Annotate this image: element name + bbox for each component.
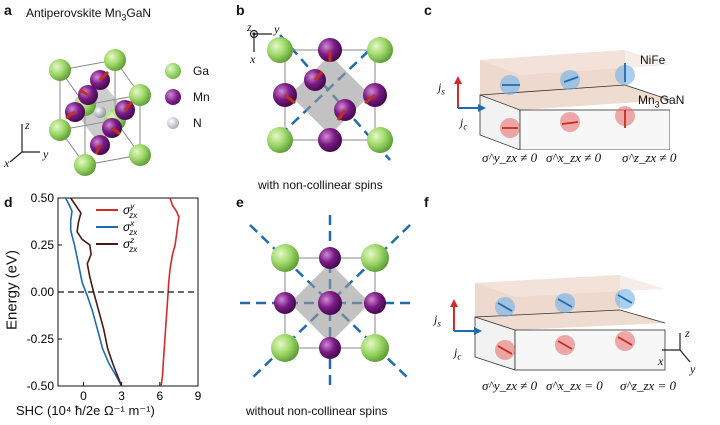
legend-n: N (165, 110, 210, 136)
series-line-2 (70, 197, 123, 387)
panel-label-f: f (424, 194, 429, 210)
panel-f-bilayer (450, 275, 666, 371)
panel-a-legend: Ga Mn N (165, 58, 210, 136)
x-tick-label: 0 (80, 389, 87, 403)
panel-b-axis-z: z (247, 20, 252, 34)
y-axis-title-wrap: Energy (eV) (2, 210, 22, 370)
series-line-1 (64, 197, 123, 387)
panel-f-eq-2: σ^x_zx = 0 (546, 378, 603, 393)
y-tick-label: 0.50 (31, 191, 55, 205)
panel-c-eq-2: σ^x_zx ≠ 0 (546, 150, 602, 165)
panel-e-caption: without non-collinear spins (246, 404, 388, 418)
legend-mn: Mn (165, 84, 210, 110)
panel-c-eq-3: σ^z_zx ≠ 0 (622, 150, 677, 165)
panel-c-js-label: js (438, 80, 445, 97)
panel-e-crystal (240, 215, 415, 385)
y-axis-title: Energy (eV) (3, 249, 21, 331)
ga-atom-icon (165, 63, 181, 79)
x-tick-label: 3 (118, 389, 125, 403)
panel-c-bilayer (454, 50, 670, 150)
panel-c-jc-label: jc (460, 115, 468, 132)
panel-f-eq-1: σ^y_zx ≠ 0 (482, 378, 538, 393)
panel-f-axes (662, 333, 691, 363)
panel-f-jc-label: jc (454, 345, 462, 362)
panel-a-axis-x: x (4, 156, 10, 170)
x-tick-label: 6 (156, 389, 163, 403)
y-tick-label: -0.25 (27, 332, 55, 346)
panel-a-axis-y: y (43, 147, 49, 161)
mn-atom-icon (165, 89, 181, 105)
panel-b-crystal (249, 29, 393, 161)
y-tick-label: 0.00 (31, 285, 55, 299)
panel-f-js-label: js (434, 312, 441, 329)
panel-c-top-layer: NiFe (640, 53, 666, 67)
panel-c-eq-1: σ^y_zx ≠ 0 (482, 150, 538, 165)
y-tick-label: -0.50 (27, 379, 55, 393)
x-axis-title: SHC (10⁴ ħ/2e Ω⁻¹ m⁻¹) (16, 403, 155, 418)
panel-f-axis-x: x (658, 354, 664, 368)
y-tick-label: 0.25 (31, 238, 55, 252)
x-tick-label: 9 (195, 389, 202, 403)
panel-b-axis-x: x (250, 52, 256, 66)
panel-f-axis-y: y (690, 362, 696, 376)
series-line-0 (160, 197, 180, 387)
panel-f-axis-z: z (685, 326, 690, 340)
panel-a-title: Antiperovskite Mn3GaN (26, 6, 152, 23)
panel-label-e: e (236, 194, 244, 210)
panel-a-axis-z: z (25, 118, 30, 132)
n-atom-icon (167, 117, 179, 129)
panel-label-c: c (424, 2, 432, 18)
panel-label-b: b (236, 2, 245, 18)
panel-label-d: d (4, 194, 13, 210)
panel-b-axis-y: y (274, 22, 280, 36)
panel-a-crystal (9, 49, 151, 176)
legend-ga: Ga (165, 58, 210, 84)
panel-f-eq-3: σ^z_zx = 0 (620, 378, 677, 393)
panel-label-a: a (4, 2, 12, 18)
panel-b-caption: with non-collinear spins (258, 178, 383, 192)
panel-c-bottom-layer: Mn3GaN (638, 93, 685, 110)
